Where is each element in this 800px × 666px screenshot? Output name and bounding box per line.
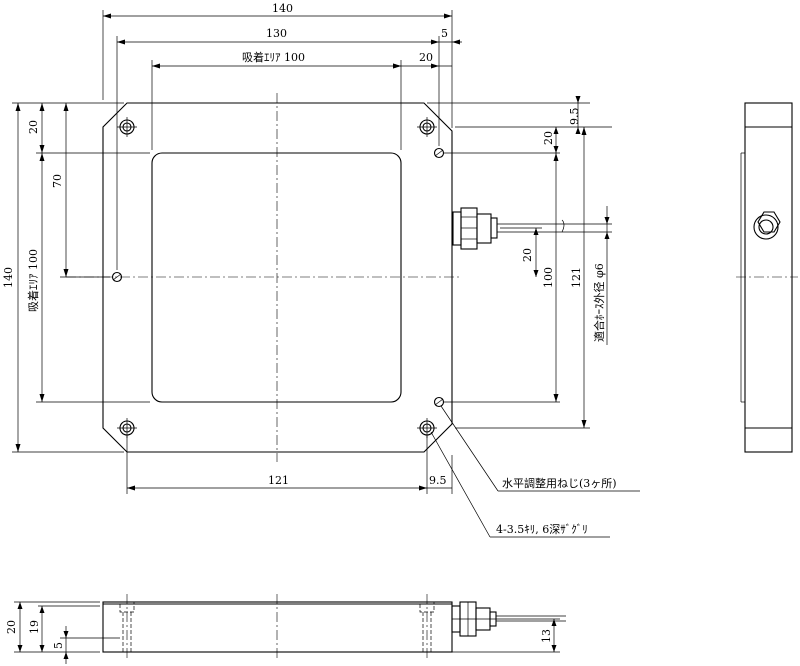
note-leveling-screws: 水平調整用ねじ(3ヶ所) [502,476,617,490]
side-hose-fitting [753,211,781,240]
dim-5-top: 5 [441,27,448,40]
dim-20-left: 20 [27,120,40,134]
dim-100-right: 100 [542,267,555,288]
note-mount-holes: 4-3.5ｷﾘ, 6深ｻﾞｸﾞﾘ [496,523,588,536]
plate-outline [102,102,453,453]
dim-140-top: 140 [272,2,293,15]
dim-20-right: 20 [542,131,555,145]
top-view [66,93,566,462]
dim-9-5-bottom: 9.5 [429,474,447,487]
hose-fitting [452,207,566,250]
leveling-screw-top-right [433,147,445,159]
leveling-screw-bottom-right [433,396,445,408]
dim-121-bottom: 121 [268,474,289,487]
mount-hole-tl [117,117,137,137]
dim-20-hose: 20 [521,248,534,262]
dim-5-front: 5 [52,642,65,649]
dim-area-100-vertical: 吸着ｴﾘｱ 100 [26,249,40,312]
side-view [736,102,798,453]
dim-9-5-right: 9.5 [568,108,581,126]
mount-hole-tr [417,117,437,137]
top-dimensions: 140 130 5 吸着ｴﾘｱ 100 20 140 20 [2,2,640,538]
front-view: 20 19 5 13 [5,594,566,664]
dim-130: 130 [266,27,287,40]
dim-13: 13 [540,629,553,643]
dim-hose-diameter: 適合ﾎｰｽ外径 φ6 [592,263,606,342]
dim-20-top: 20 [419,51,433,64]
dim-area-100: 吸着ｴﾘｱ 100 [242,50,305,64]
dim-121-right: 121 [570,267,583,288]
dim-70: 70 [51,174,64,188]
dim-19: 19 [28,620,41,634]
dim-140-left: 140 [2,267,15,288]
suction-area [151,152,402,403]
dim-20-front: 20 [5,620,18,634]
leveling-screw-left [111,271,123,283]
